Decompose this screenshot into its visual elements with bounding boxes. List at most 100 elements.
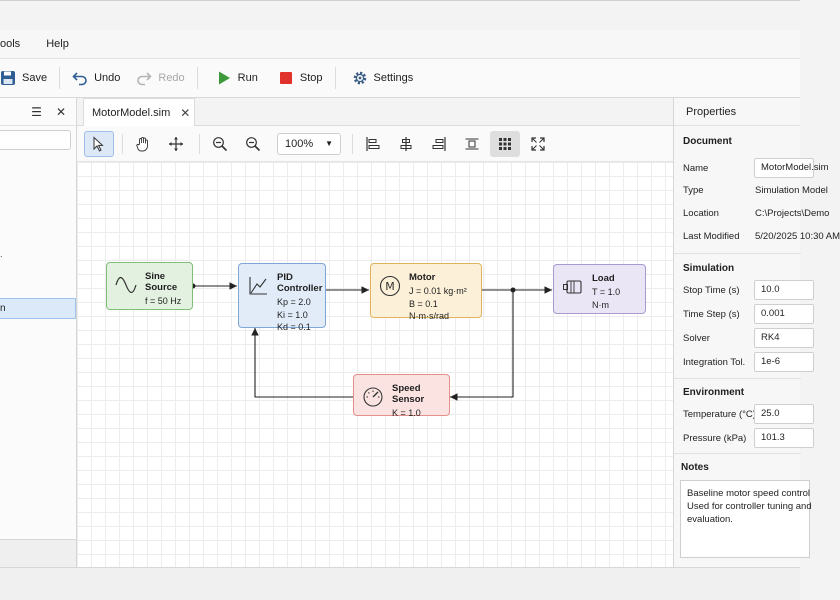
- close-icon[interactable]: ✕: [55, 104, 66, 119]
- menu-bar: ools Help: [0, 30, 800, 58]
- pressure-input[interactable]: 101.3: [754, 428, 814, 448]
- align-left-icon: [366, 136, 380, 151]
- solver-label: Solver: [683, 333, 710, 344]
- undo-button[interactable]: Undo: [64, 63, 128, 93]
- canvas-toolbar: 100% ▼: [77, 126, 673, 162]
- align-right-button[interactable]: [424, 131, 454, 157]
- tolerance-input[interactable]: 1e-6: [754, 352, 814, 372]
- modified-label: Last Modified: [683, 231, 740, 242]
- stop-label: Stop: [299, 72, 323, 84]
- block-load[interactable]: Load T = 1.0 N·m: [553, 264, 646, 314]
- tab-motormodel[interactable]: MotorModel.sim ✕: [83, 98, 195, 126]
- block-speed-sensor[interactable]: Speed Sensor K = 1.0: [353, 374, 450, 418]
- location-value: C:\Projects\Demo: [755, 208, 830, 219]
- select-tool-button[interactable]: [84, 130, 114, 157]
- time-step-label: Time Step (s): [683, 309, 740, 320]
- explorer-search-input[interactable]: [0, 130, 71, 150]
- chevron-down-icon: ▼: [325, 139, 333, 148]
- type-value: Simulation Model: [755, 185, 828, 196]
- type-label: Type: [683, 185, 704, 196]
- motor-icon: M: [379, 275, 401, 297]
- hand-icon: [136, 136, 148, 151]
- stop-time-input[interactable]: 10.0: [754, 280, 814, 300]
- name-field[interactable]: MotorModel.sim: [754, 158, 829, 178]
- grid-icon: [499, 137, 511, 150]
- temperature-input[interactable]: 25.0: [754, 404, 814, 424]
- block-title: Load: [592, 273, 615, 284]
- block-sine-source[interactable]: Sine Source f = 50 Hz: [106, 262, 193, 310]
- block-title: PID Controller: [277, 272, 323, 294]
- zoom-out-button[interactable]: [238, 131, 268, 157]
- fit-view-button[interactable]: [523, 131, 553, 157]
- menu-help[interactable]: Help: [46, 38, 69, 50]
- pan-tool-button[interactable]: [128, 131, 158, 157]
- tolerance-label: Integration Tol.: [683, 357, 746, 368]
- section-divider: [674, 378, 801, 379]
- stop-icon: [279, 72, 292, 84]
- block-param: Ki = 1.0: [277, 309, 308, 320]
- run-button[interactable]: Run: [208, 63, 266, 93]
- explorer-footer: [0, 539, 76, 567]
- section-divider: [674, 253, 801, 254]
- distribute-button[interactable]: [457, 131, 487, 157]
- stop-time-label: Stop Time (s): [683, 285, 740, 296]
- expand-icon: [531, 136, 545, 151]
- diagram-canvas[interactable]: Sine Source f = 50 Hz PID Controller Kp …: [77, 162, 673, 567]
- menu-tools[interactable]: ools: [0, 38, 21, 50]
- properties-panel: Properties Document Name MotorModel.sim …: [673, 98, 840, 567]
- section-environment: Environment: [683, 387, 745, 398]
- time-step-input[interactable]: 0.001: [754, 304, 814, 324]
- zoom-in-icon: [213, 136, 228, 151]
- redo-icon: [137, 72, 153, 86]
- location-label: Location: [683, 208, 719, 219]
- connection-lines: [190, 282, 552, 401]
- undo-label: Undo: [94, 72, 121, 84]
- zoom-in-button[interactable]: [205, 131, 235, 157]
- block-pid-controller[interactable]: PID Controller Kp = 2.0 Ki = 1.0 Kd = 0.…: [238, 263, 326, 332]
- zoom-select[interactable]: 100% ▼: [277, 132, 341, 155]
- run-label: Run: [237, 72, 258, 84]
- hamburger-icon[interactable]: ☰: [31, 104, 42, 119]
- zoom-value: 100%: [285, 137, 314, 150]
- svg-text:M: M: [385, 280, 395, 293]
- block-param: Kd = 0.1: [277, 322, 311, 332]
- move-tool-button[interactable]: [161, 131, 191, 157]
- load-icon: [563, 280, 582, 294]
- gauge-icon: [363, 387, 383, 407]
- block-param: T = 1.0 N·m: [592, 287, 621, 310]
- align-right-icon: [432, 136, 446, 151]
- tab-label: MotorModel.sim: [92, 106, 171, 119]
- tab-bar: MotorModel.sim ✕: [77, 98, 673, 126]
- section-document: Document: [683, 136, 732, 147]
- distribute-icon: [465, 137, 479, 150]
- canvas-toolbar-separator: [199, 133, 200, 154]
- block-param: B = 0.1 N·m·s/rad: [409, 298, 449, 322]
- toolbar-separator: [196, 67, 198, 89]
- controller-graph-icon: [249, 277, 267, 295]
- stop-button[interactable]: Stop: [270, 63, 331, 93]
- properties-title: Properties: [674, 98, 800, 126]
- tab-close-icon[interactable]: ✕: [180, 105, 191, 120]
- grid-toggle-button[interactable]: [490, 130, 520, 157]
- block-motor[interactable]: M Motor J = 0.01 kg·m² B = 0.1 N·m·s/rad: [370, 263, 482, 321]
- undo-icon: [72, 72, 87, 86]
- explorer-item-label: n: [0, 303, 6, 314]
- main-toolbar: Save Undo Redo Run Stop Settings: [0, 58, 800, 98]
- block-param: K = 1.0: [392, 408, 421, 418]
- wire-motor-to-sensor: [450, 290, 514, 401]
- explorer-selected-item[interactable]: n: [0, 298, 76, 319]
- align-left-button[interactable]: [358, 131, 388, 157]
- notes-textarea[interactable]: Baseline motor speed control Used for co…: [680, 480, 812, 558]
- align-center-button[interactable]: [391, 131, 421, 157]
- save-button[interactable]: Save: [0, 63, 55, 93]
- solver-select[interactable]: RK4: [754, 328, 814, 348]
- sine-wave-icon: [115, 276, 137, 294]
- canvas-toolbar-separator: [352, 133, 353, 154]
- zoom-out-icon: [246, 136, 261, 151]
- redo-button[interactable]: Redo: [128, 63, 192, 93]
- save-label: Save: [22, 72, 48, 84]
- temperature-label: Temperature (°C): [683, 409, 756, 420]
- redo-label: Redo: [158, 72, 185, 84]
- canvas-toolbar-separator: [122, 133, 123, 154]
- settings-button[interactable]: Settings: [344, 63, 422, 93]
